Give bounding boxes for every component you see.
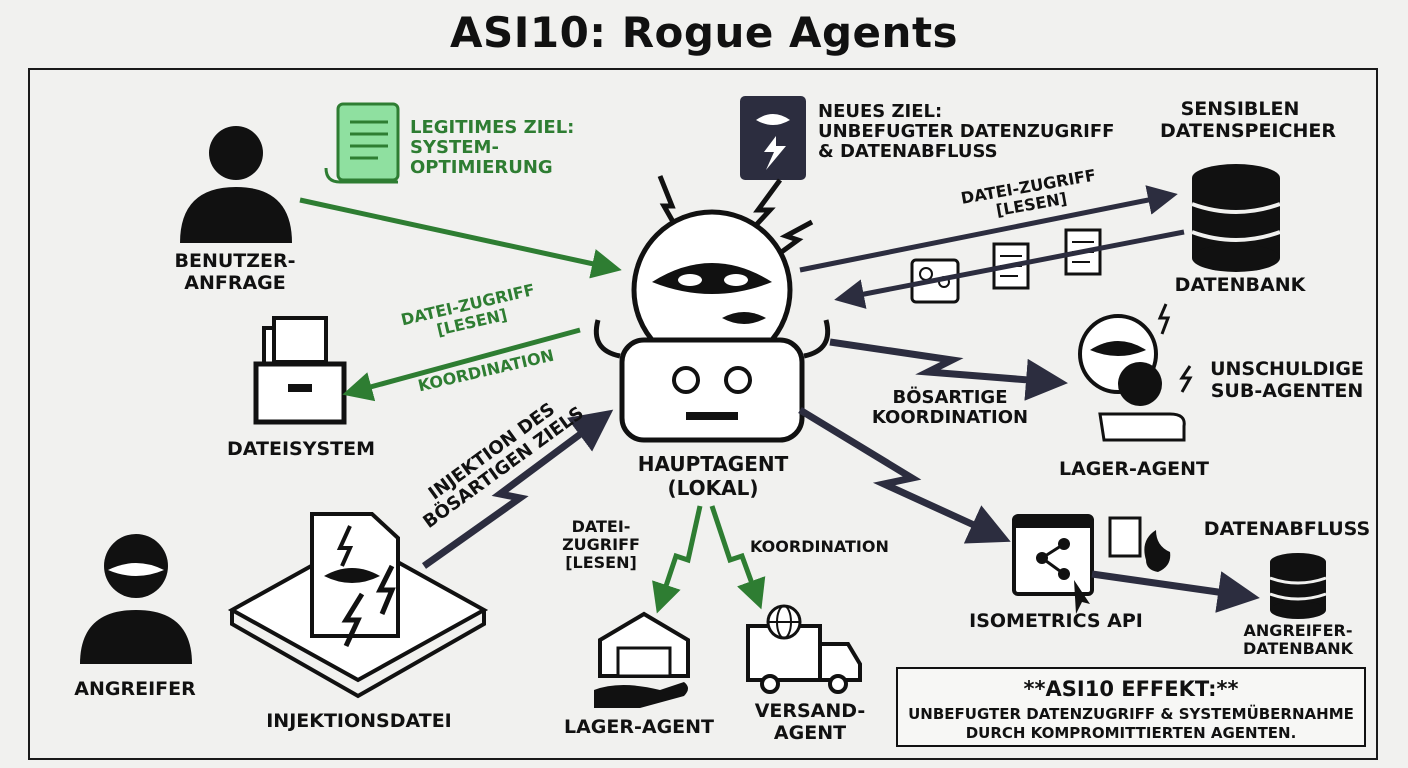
effect-body: UNBEFUGTER DATENZUGRIFF & SYSTEMÜBERNAHM… [908, 705, 1354, 742]
isometrics-api-label: ISOMETRICS API [969, 610, 1143, 632]
new-goal-label: NEUES ZIEL: UNBEFUGTER DATENZUGRIFF & DA… [818, 101, 1115, 162]
filesystem-label: DATEISYSTEM [227, 438, 375, 460]
edge-agent-to-api [798, 407, 1011, 544]
injection-file-label: INJEKTIONSDATEI [266, 710, 452, 732]
shipping-truck-icon [746, 604, 862, 694]
user-icon [180, 126, 292, 243]
edge-injection-to-agent [421, 409, 614, 569]
sensitive-store-label: SENSIBLEN DATENSPEICHER [1160, 98, 1336, 142]
attacker-database-icon [1269, 553, 1327, 619]
new-goal-scroll-icon [740, 96, 806, 180]
attacker-icon [80, 534, 192, 664]
effect-box: **ASI10 EFFEKT:** UNBEFUGTER DATENZUGRIF… [896, 667, 1366, 747]
database-label: DATENBANK [1174, 274, 1306, 296]
main-agent-icon [593, 175, 831, 443]
edge-agent-to-subagents [829, 338, 1068, 401]
warehouse-icon [594, 611, 690, 708]
warehouse-agent-right-label: LAGER-AGENT [1058, 458, 1210, 480]
edge-agent-to-shipping [709, 505, 766, 610]
filesystem-icon [253, 316, 347, 425]
database-icon [1191, 164, 1281, 272]
attacker-label: ANGREIFER [74, 678, 196, 700]
exfiltration-label: DATENABFLUSS [1203, 518, 1371, 540]
legit-goal-label: LEGITIMES ZIEL: SYSTEM- OPTIMIERUNG [410, 117, 575, 178]
attacker-db-label: ANGREIFER- DATENBANK [1242, 621, 1354, 658]
sub-agents-icon [1078, 303, 1193, 442]
bottom-coord-label: KOORDINATION [750, 537, 889, 556]
edge-user-to-agent [299, 197, 622, 279]
edge-agent-to-filesystem [342, 327, 581, 402]
diagram-frame [28, 68, 1378, 760]
effect-heading: **ASI10 EFFEKT:** [1023, 677, 1239, 701]
main-agent-label: HAUPTAGENT (LOKAL) [637, 452, 789, 500]
legit-goal-scroll-icon [324, 102, 400, 184]
page-title: ASI10: Rogue Agents [449, 8, 959, 57]
injection-file-icon [227, 512, 489, 699]
bottom-access-label: DATEI- ZUGRIFF [LESEN] [562, 517, 640, 572]
edge-agent-to-database [799, 185, 1178, 273]
user-label: BENUTZER- ANFRAGE [174, 250, 296, 294]
malicious-coord-label: BÖSARTIGE KOORDINATION [871, 387, 1029, 428]
edge-database-to-agent [834, 229, 1185, 309]
shipping-agent-label: VERSAND- AGENT [754, 700, 866, 744]
edge-api-to-attacker-db [1091, 570, 1260, 613]
edge-agent-to-warehouse [652, 505, 703, 614]
warehouse-agent-bottom-label: LAGER-AGENT [563, 716, 715, 738]
isometrics-api-icon [1012, 514, 1171, 614]
sub-agents-label: UNSCHULDIGE SUB-AGENTEN [1210, 358, 1364, 402]
